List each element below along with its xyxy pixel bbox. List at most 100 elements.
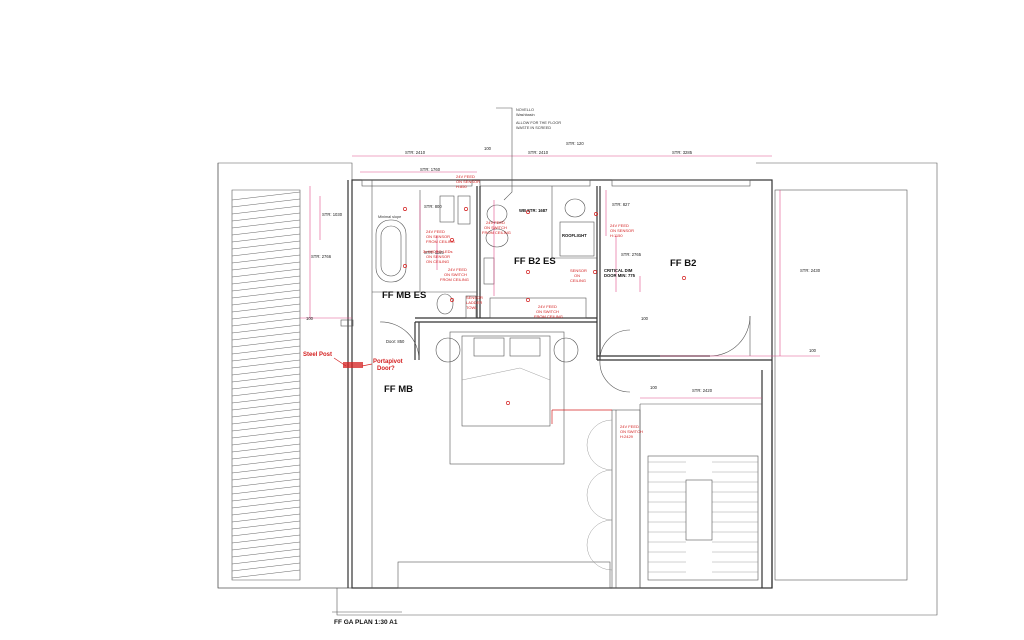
dim-str-2410-b: STR: 2410 bbox=[528, 150, 549, 155]
svg-text:CEILING: CEILING bbox=[570, 278, 586, 283]
steel-post-callout: Steel Post bbox=[303, 352, 332, 358]
dim-str-1165: STR: 1165 bbox=[424, 250, 444, 255]
room-label-mb-es: FF MB ES bbox=[382, 290, 426, 301]
roof-hatch-line bbox=[231, 380, 301, 390]
dim-door-850: Door: 850 bbox=[386, 339, 405, 344]
roof-hatch-line bbox=[231, 275, 301, 285]
roof-hatch-line bbox=[231, 205, 301, 215]
svg-text:H:850: H:850 bbox=[456, 184, 467, 189]
steel-post bbox=[343, 362, 363, 368]
roof-hatch-line bbox=[231, 534, 301, 544]
svg-text:FROM CEILING: FROM CEILING bbox=[426, 239, 455, 244]
note-waste-screed: WASTE IN SCREED bbox=[516, 126, 551, 130]
svg-text:ON SWITCH: ON SWITCH bbox=[484, 225, 507, 230]
dim-100-b: 100 bbox=[650, 385, 658, 390]
svg-text:ON SWITCH: ON SWITCH bbox=[444, 272, 467, 277]
dim-str-2420: STR: 2420 bbox=[692, 388, 713, 393]
dim-100-top: 100 bbox=[484, 146, 492, 151]
roof-hatch-line bbox=[231, 373, 301, 383]
roof-hatch-line bbox=[231, 443, 301, 453]
svg-text:24V FEED: 24V FEED bbox=[538, 304, 557, 309]
steel-post-leader bbox=[333, 357, 347, 367]
roof-hatch-line bbox=[231, 394, 301, 404]
svg-text:3x MICRO LEDs: 3x MICRO LEDs bbox=[423, 249, 453, 254]
dim-100-left: 100 bbox=[306, 316, 314, 321]
roof-hatch-line bbox=[231, 450, 301, 460]
roof-hatch-line bbox=[231, 499, 301, 509]
roof-hatch-line bbox=[231, 429, 301, 439]
roof-hatch-line bbox=[231, 485, 301, 495]
dim-str-3285: STR: 3285 bbox=[672, 150, 693, 155]
roof-hatch-line bbox=[231, 520, 301, 530]
room-label-b2-es: FF B2 ES bbox=[514, 256, 556, 267]
dim-str-800: STR: 800 bbox=[424, 204, 442, 209]
roof-hatch-line bbox=[231, 352, 301, 362]
roof-hatch-line bbox=[231, 366, 301, 376]
roof-hatch-line bbox=[231, 548, 301, 558]
svg-text:FROM CEILING: FROM CEILING bbox=[440, 277, 469, 282]
svg-text:24V FEED: 24V FEED bbox=[448, 267, 467, 272]
dim-wb-str: WB STR: 1687 bbox=[519, 208, 548, 213]
roof-hatch-line bbox=[231, 254, 301, 264]
note-allow-floor: ALLOW FOR THE FLOOR bbox=[516, 121, 561, 125]
dim-100-right: 100 bbox=[809, 348, 817, 353]
svg-text:ON SENSOR: ON SENSOR bbox=[456, 179, 480, 184]
roof-hatch-line bbox=[231, 408, 301, 418]
svg-text:24V FEED: 24V FEED bbox=[620, 424, 639, 429]
roof-hatch-line bbox=[231, 464, 301, 474]
roof-hatch-line bbox=[231, 317, 301, 327]
svg-text:FROM CEILING: FROM CEILING bbox=[534, 314, 563, 319]
roof-hatch-line bbox=[231, 296, 301, 306]
minimal-slope-label: Minimal slope bbox=[378, 215, 401, 219]
roof-hatch-line bbox=[231, 527, 301, 537]
roof-hatch-line bbox=[231, 212, 301, 222]
roof-hatch-line bbox=[231, 457, 301, 467]
electrical-notes: 24V FEED ON SENSOR H:850 24V FEED ON SWI… bbox=[423, 174, 643, 439]
svg-text:24V FEED: 24V FEED bbox=[426, 229, 445, 234]
roof-hatch-line bbox=[231, 401, 301, 411]
svg-text:ON SENSOR: ON SENSOR bbox=[426, 234, 450, 239]
door-swings bbox=[379, 315, 751, 571]
dim-str-1030: STR: 1030 bbox=[322, 212, 343, 217]
svg-text:ON SENSOR: ON SENSOR bbox=[610, 228, 634, 233]
roof-hatch-line bbox=[231, 289, 301, 299]
note-washbasin: Washbasin bbox=[516, 113, 535, 117]
dim-str-1760: STR: 1760 bbox=[420, 167, 441, 172]
roof-hatch-line bbox=[231, 471, 301, 481]
roof-hatch-line bbox=[231, 198, 301, 208]
dim-str-2765: STR: 2765 bbox=[621, 252, 642, 257]
roof-hatch-line bbox=[231, 478, 301, 488]
dim-str-2410-a: STR: 2410 bbox=[405, 150, 426, 155]
roof-hatch-line bbox=[231, 541, 301, 551]
svg-text:24V FEED: 24V FEED bbox=[456, 174, 475, 179]
svg-text:H:1150: H:1150 bbox=[610, 233, 623, 238]
roof-hatch-line bbox=[231, 555, 301, 565]
svg-text:LADDER: LADDER bbox=[466, 300, 482, 305]
roof-hatch-line bbox=[231, 331, 301, 341]
note-novello: NOVELLO bbox=[516, 108, 534, 112]
roof-hatch-line bbox=[231, 492, 301, 502]
roof-hatch-line bbox=[231, 261, 301, 271]
roof-hatch-line bbox=[231, 387, 301, 397]
roof-hatch-line bbox=[231, 359, 301, 369]
dim-str-120: STR: 120 bbox=[566, 141, 584, 146]
portapivot-callout-1: Portapivot bbox=[373, 359, 403, 365]
roof-hatch-line bbox=[231, 422, 301, 432]
roof-hatch-line bbox=[231, 338, 301, 348]
roof-hatch-line bbox=[231, 303, 301, 313]
right-external-outline bbox=[217, 162, 938, 616]
fixture-points bbox=[403, 207, 686, 405]
plan-title: FF GA PLAN 1:30 A1 bbox=[334, 619, 398, 626]
roof-hatch-line bbox=[231, 219, 301, 229]
roof-hatch-line bbox=[231, 562, 301, 572]
svg-text:ON SWITCH: ON SWITCH bbox=[620, 429, 643, 434]
room-label-mb: FF MB bbox=[384, 384, 413, 395]
roof-hatch-line bbox=[231, 569, 301, 579]
dim-str-2766: STR: 2766 bbox=[311, 254, 332, 259]
dim-100-mid: 100 bbox=[641, 316, 649, 321]
svg-text:FROM CEILING: FROM CEILING bbox=[482, 230, 511, 235]
svg-text:ON SENSOR: ON SENSOR bbox=[426, 254, 450, 259]
sanitaryware bbox=[375, 195, 595, 319]
column-marker bbox=[340, 319, 354, 327]
